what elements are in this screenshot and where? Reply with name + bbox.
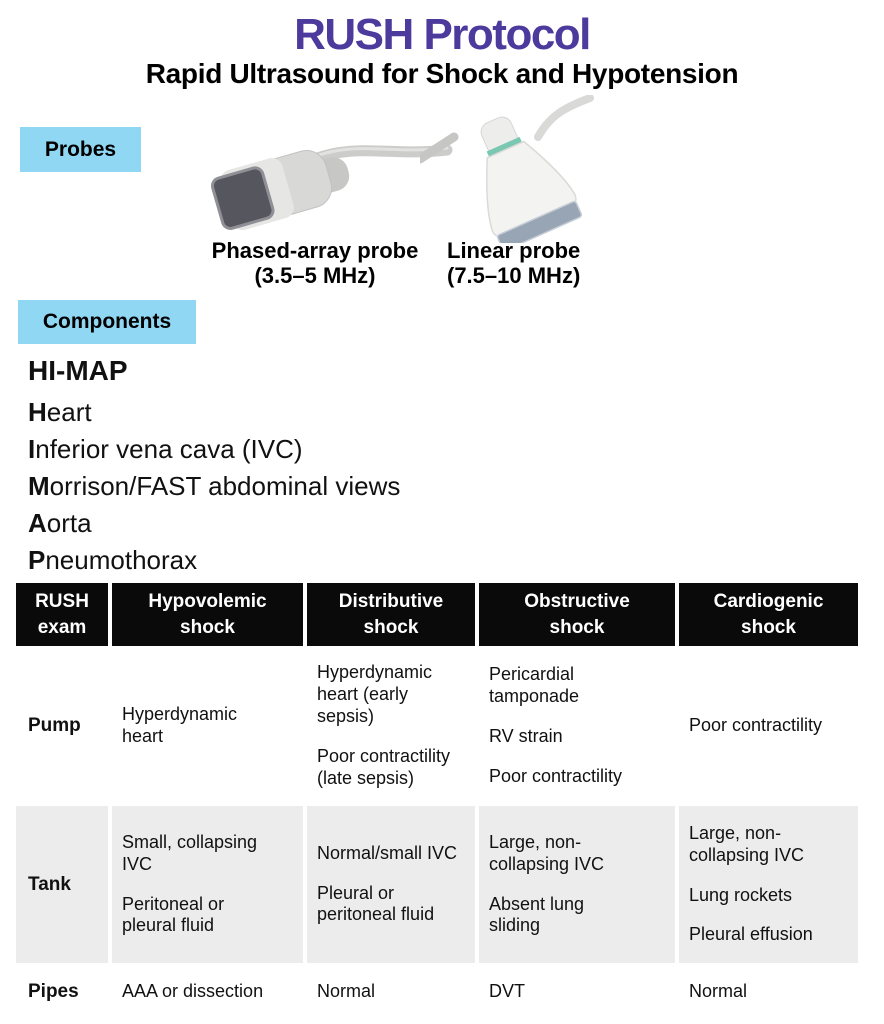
cell-text: Pleural or peritoneal fluid (317, 882, 435, 925)
cell-text: Peritoneal or pleural fluid (122, 893, 225, 936)
probe-name: Linear probe (447, 238, 581, 263)
table-cell: DVT (479, 963, 675, 1021)
cell-text: Small, collapsing IVC (122, 831, 258, 874)
cell-text: Large, non-collapsing IVC (689, 822, 805, 865)
cell-text: RV strain (489, 726, 563, 746)
linear-probe-caption: Linear probe (7.5–10 MHz) (447, 238, 667, 288)
table-cell: Normal (307, 963, 475, 1021)
cell-text: DVT (489, 981, 525, 1002)
cell-text: AAA or dissection (122, 981, 264, 1002)
component-item: Morrison/FAST abdominal views (28, 471, 401, 501)
cell-text: Pleural effusion (689, 924, 813, 945)
cell-text: Normal/small IVC (317, 842, 458, 863)
table-cell: Hyperdynamic heart (112, 646, 303, 806)
himap-heading: HI-MAP (28, 355, 128, 386)
row-label: Pump (28, 715, 81, 737)
linear-probe-icon (415, 94, 594, 251)
probe-frequency: (7.5–10 MHz) (447, 263, 581, 288)
cell-text: Poor contractility (late sepsis) (317, 745, 451, 788)
row-label: Tank (16, 806, 108, 963)
page-subtitle: Rapid Ultrasound for Shock and Hypotensi… (145, 58, 739, 89)
cell-text: Poor contractility (489, 765, 623, 786)
linear-probe-image (415, 94, 665, 251)
row-label: Pipes (28, 981, 79, 1003)
cell-text: Pericardial tamponade (489, 664, 580, 707)
component-item: Pneumothorax (28, 545, 198, 575)
components-section-label: Components (18, 300, 196, 344)
cell-text: Absent lung sliding (489, 893, 585, 936)
component-item: Aorta (28, 508, 92, 538)
table-row-pump: Pump Hyperdynamic heart Hyperdynamic heart… (16, 646, 858, 806)
cell-text: Normal (317, 981, 376, 1002)
cell-text: Large, non-collapsing IVC (489, 831, 605, 874)
table-cell: Small, collapsing IVC Peritoneal or pleur… (112, 806, 303, 963)
table-cell: Hyperdynamic heart (early sepsis) Poor co… (307, 646, 475, 806)
component-item: Inferior vena cava (IVC) (28, 434, 303, 464)
probe-name: Phased-array probe (211, 238, 419, 263)
component-item: Heart (28, 397, 92, 427)
cell-text: Hyperdynamic heart (122, 704, 238, 746)
page-title: RUSH Protocol (294, 10, 591, 59)
phased-array-probe-caption: Phased-array probe (3.5–5 MHz) (190, 238, 440, 288)
table-row-tank: Tank Small, collapsing IVC Peritoneal or p… (16, 806, 858, 963)
table-cell: Large, non-collapsing IVC Absent lung sli… (479, 806, 675, 963)
cell-text: Hyperdynamic heart (early sepsis) (317, 662, 433, 727)
table-cell: AAA or dissection (112, 963, 303, 1021)
table-cell: Normal (679, 963, 858, 1021)
table-row-pipes: Pipes AAA or dissection Normal DVT Normal (16, 963, 858, 1021)
cell-text: Poor contractility (689, 715, 823, 736)
cell-text: Normal (689, 981, 748, 1002)
cell-text: Lung rockets (689, 884, 793, 905)
phased-array-probe-image (185, 96, 455, 244)
phased-array-probe-icon (210, 144, 453, 231)
table-cell: Poor contractility (679, 646, 858, 806)
probes-section-label: Probes (20, 127, 141, 172)
probe-frequency: (3.5–5 MHz) (254, 263, 376, 288)
table-cell: Normal/small IVC Pleural or peritoneal fl… (307, 806, 475, 963)
